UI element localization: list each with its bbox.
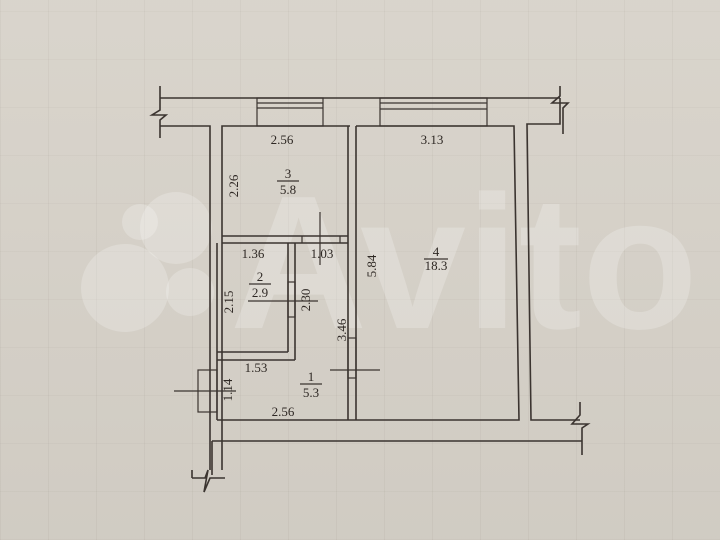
- room-1-label: 1 5.3: [300, 369, 322, 400]
- svg-text:1: 1: [308, 369, 315, 384]
- svg-text:5.3: 5.3: [303, 385, 319, 400]
- room-2-label: 2 2.9: [249, 269, 271, 300]
- dim-room2-height: 2.15: [221, 291, 236, 314]
- svg-text:Avito: Avito: [230, 157, 698, 369]
- dim-room2-width: 1.36: [242, 246, 265, 261]
- dim-partition-height: 2.30: [298, 289, 313, 312]
- svg-text:18.3: 18.3: [425, 258, 448, 273]
- dim-hall-bottom-width: 2.56: [272, 404, 295, 419]
- dim-hall-height: 3.46: [334, 318, 349, 341]
- dim-hall-top-width: 1.53: [245, 360, 268, 375]
- exterior-walls: [149, 86, 591, 493]
- dim-entrance-height: 1.14: [220, 378, 235, 401]
- room-labels: 3 5.8 2 2.9 1 5.3 4 18.3: [249, 166, 448, 400]
- svg-text:2: 2: [257, 269, 264, 284]
- dim-room4-width: 3.13: [421, 132, 444, 147]
- room-4-label: 4 18.3: [424, 244, 448, 273]
- svg-text:3: 3: [285, 166, 292, 181]
- dim-room3-height: 2.26: [226, 174, 241, 197]
- dim-corridor-width: 1.03: [311, 246, 334, 261]
- room-3-label: 3 5.8: [277, 166, 299, 197]
- interior-walls: [174, 126, 380, 420]
- dimension-labels: 2.56 3.13 2.26 1.36 1.03 5.84 2.15 2.30 …: [220, 132, 443, 419]
- dim-room4-height: 5.84: [364, 254, 379, 277]
- svg-text:2.9: 2.9: [252, 285, 268, 300]
- dim-room3-width: 2.56: [271, 132, 294, 147]
- svg-text:4: 4: [433, 244, 440, 259]
- avito-watermark: Avito: [81, 157, 698, 369]
- svg-text:5.8: 5.8: [280, 182, 296, 197]
